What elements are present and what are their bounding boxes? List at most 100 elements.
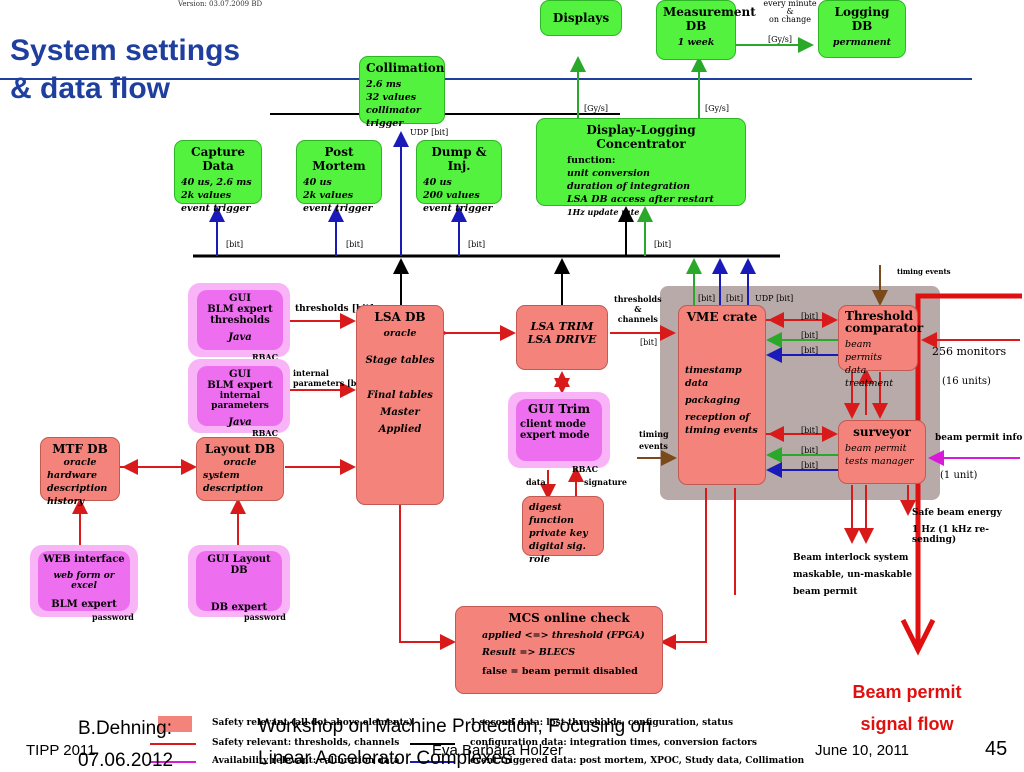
lsa-trim-box: LSA TRIM LSA DRIVE (516, 305, 608, 370)
mcs-l3: false = beam permit disabled (482, 666, 638, 677)
collimation-l2: 32 values (366, 92, 417, 103)
page-number: 45 (985, 738, 1008, 760)
digest-l2: private key (529, 528, 588, 539)
surveyor-l2: tests manager (845, 456, 914, 467)
layout-db-l3: description (203, 483, 264, 494)
password-label-1: password (92, 612, 134, 622)
collimation-l3: collimator trigger (366, 105, 421, 129)
every-minute-label: every minute & on change (763, 0, 817, 24)
gys-label-1: [Gy/s] (584, 104, 608, 113)
digest-l1: digest function (529, 502, 574, 526)
web-interface-box[interactable]: WEB interface web form or excel BLM expe… (38, 551, 130, 611)
lsa-trim-l2: LSA DRIVE (527, 333, 597, 346)
concentrator-l3: LSA DB access after restart (567, 194, 714, 205)
concentrator-l2: duration of integration (567, 181, 690, 192)
beam-permit-flow-label: Beam permit signal flow (852, 682, 962, 734)
bit-label-11: [bit] (801, 426, 819, 435)
layout-db-l2: system (203, 470, 240, 481)
gui-thresholds-l4: Java (228, 332, 252, 343)
postmortem-l1: 40 us (303, 177, 332, 188)
footer-workshop-1: Workshop on Machine Protection, Focusing… (258, 716, 652, 737)
gui-internal-l1: GUI (229, 369, 251, 380)
layout-db-l1: oracle (223, 457, 257, 468)
legend-item-4: 1 second data: lost thresholds, configur… (470, 718, 734, 728)
collimation-l1: 2.6 ms (366, 79, 402, 90)
units16-label: (16 units) (942, 376, 991, 387)
vme-l3: reception of (685, 412, 750, 423)
legend-item-2: Safety relevant: thresholds, channels (212, 738, 400, 748)
bit-label-13: [bit] (801, 461, 819, 470)
udp-bit-label-2: UDP [bit] (755, 294, 794, 303)
safe-beam-label: Safe beam energy (912, 508, 1002, 518)
gui-thresholds-box[interactable]: GUI BLM expert thresholds Java (197, 290, 283, 350)
capture-title: Capture Data (191, 145, 245, 173)
interlock-label: Beam interlock system maskable, un-maska… (793, 553, 912, 597)
gui-layout-box[interactable]: GUI Layout DB DB expert (196, 551, 282, 613)
gui-thresholds-l2: BLM expert (207, 304, 273, 315)
collimation-title: Collimation (366, 61, 445, 75)
postmortem-l3: event trigger (303, 203, 373, 214)
slide-title: System settings & data flow (10, 34, 241, 105)
threshold-comp-title: Threshold comparator (845, 309, 924, 335)
displays-box: Displays (540, 0, 622, 36)
data-label: data (526, 477, 546, 487)
signature-label: signature (584, 477, 627, 487)
footer-date: June 10, 2011 (815, 742, 909, 759)
mtf-db-box: MTF DB oracle hardware description histo… (40, 437, 120, 507)
concentrator-l0: function: (567, 155, 616, 166)
displays-title: Displays (552, 11, 610, 25)
rbac-label-1: RBAC (252, 352, 278, 362)
bit-label-9: [bit] (801, 331, 819, 340)
bit-label-10: [bit] (801, 346, 819, 355)
lsa-trim-l1: LSA TRIM (530, 320, 594, 333)
bit-label-6: [bit] (726, 294, 744, 303)
concentrator-l4: 1Hz update rate (567, 207, 640, 217)
freq-label: 1 Hz (1 kHz re-sending) (912, 525, 989, 545)
vme-l4: timing events (685, 425, 758, 436)
concentrator-box: Display-Logging Concentrator function: u… (536, 118, 746, 217)
footer-date-left: 07.06.2012 (78, 750, 174, 771)
threshold-comp-l1: beam permits (845, 339, 882, 363)
mcs-l2: Result => BLECS (482, 647, 576, 658)
lsa-db-l3: Final tables (367, 390, 433, 401)
capture-l2: 2k values (181, 190, 232, 201)
gui-internal-l2: BLM expert (207, 380, 273, 391)
lsa-db-l4: Master (380, 407, 420, 418)
dump-inj-box: Dump & Inj. 40 us 200 values event trigg… (416, 140, 502, 214)
mtf-db-title: MTF DB (52, 442, 108, 456)
collimation-box: Collimation 2.6 ms 32 values collimator … (359, 56, 445, 129)
gui-internal-box[interactable]: GUI BLM expert internal parameters Java (197, 366, 283, 428)
timing-events-left-label: timing events (639, 429, 669, 451)
gui-internal-l3: internal parameters (211, 391, 269, 411)
vme-l1: timestamp data (685, 365, 742, 389)
threshold-comparator-box: Threshold comparator beam permits data t… (838, 305, 924, 389)
beam-permit-info-label: beam permit info (935, 433, 1023, 443)
gui-internal-l4: Java (228, 417, 252, 428)
digest-box: digest function private key digital sig.… (522, 496, 604, 565)
gui-layout-l2: DB expert (210, 602, 268, 613)
layout-db-box: Layout DB oracle system description (196, 437, 284, 501)
bit-label-7: [bit] (640, 338, 658, 347)
footer-conference: TIPP 2011 (26, 742, 96, 759)
gui-trim-title: GUI Trim (527, 402, 591, 416)
gys-label-2: [Gy/s] (705, 104, 729, 113)
measurement-db-retention: 1 week (677, 37, 715, 48)
dump-title: Dump & Inj. (431, 145, 487, 173)
web-interface-l1: WEB interface (43, 554, 125, 565)
lsa-db-box: LSA DB oracle Stage tables Final tables … (356, 305, 444, 505)
concentrator-title: Display-Logging Concentrator (586, 123, 696, 151)
mtf-db-l1: oracle (63, 457, 97, 468)
lsa-db-l2: Stage tables (365, 355, 435, 366)
capture-l3: event trigger (181, 203, 251, 214)
postmortem-title: Post Mortem (312, 145, 366, 173)
layout-db-title: Layout DB (204, 442, 276, 456)
unit1-label: (1 unit) (940, 470, 978, 481)
surveyor-title: surveyor (853, 425, 911, 439)
web-interface-l2: web form or excel (53, 571, 115, 591)
logging-db-box: Logging DB permanent (818, 0, 906, 58)
gui-trim-box[interactable]: GUI Trim client mode expert mode (516, 399, 602, 461)
thresholds-channels-label: thresholds & channels (614, 294, 662, 324)
dump-l2: 200 values (423, 190, 480, 201)
monitors-label: 256 monitors (932, 345, 1007, 358)
lsa-db-l5: Applied (378, 424, 422, 435)
